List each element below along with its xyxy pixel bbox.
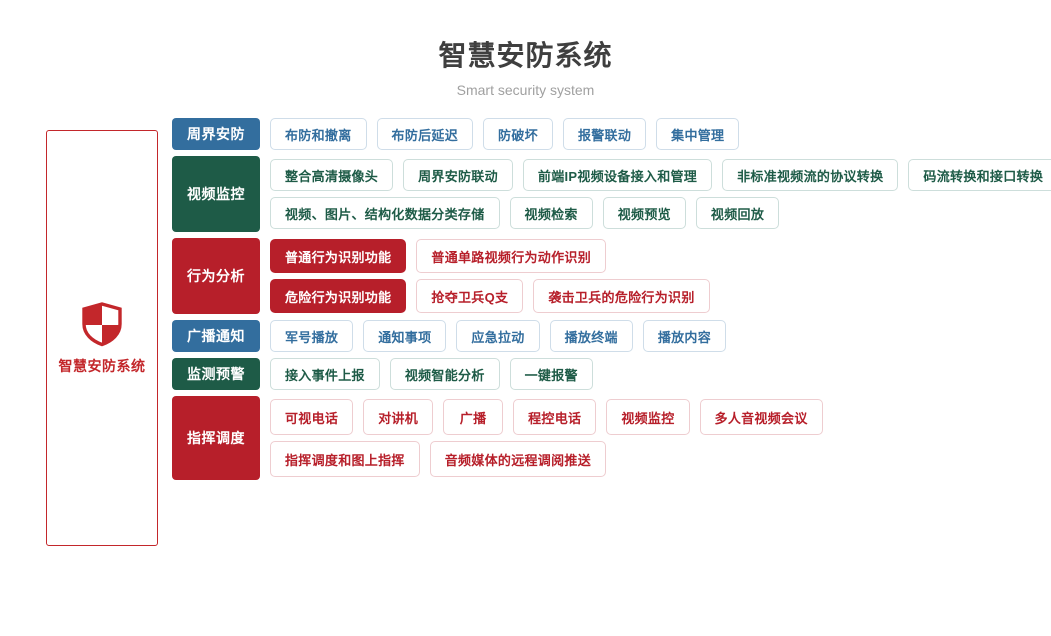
chip-item[interactable]: 周界安防联动: [403, 159, 513, 191]
chip-item[interactable]: 一键报警: [509, 358, 593, 390]
chip-item-highlighted[interactable]: 普通行为识别功能: [270, 239, 407, 273]
category-label-perimeter-security[interactable]: 周界安防: [172, 118, 260, 150]
chip-item[interactable]: 指挥调度和图上指挥: [270, 441, 420, 477]
item-line: 指挥调度和图上指挥 音频媒体的远程调阅推送: [270, 441, 1042, 477]
chip-item[interactable]: 码流转换和接口转换: [908, 159, 1051, 191]
chip-item[interactable]: 通知事项: [363, 320, 447, 352]
shield-icon: [79, 301, 125, 347]
category-rows: 周界安防 布防和撤离 布防后延迟 防破坏 报警联动 集中管理 视频监控 整合: [172, 118, 1051, 486]
chip-item[interactable]: 接入事件上报: [270, 358, 380, 390]
row-items-broadcast-notification: 军号播放 通知事项 应急拉动 播放终端 播放内容: [260, 320, 1042, 352]
item-line: 视频、图片、结构化数据分类存储 视频检索 视频预览 视频回放: [270, 197, 1051, 229]
row-items-command-dispatch: 可视电话 对讲机 广播 程控电话 视频监控 多人音视频会议 指挥调度和图上指挥 …: [260, 396, 1042, 480]
row-behavior-analysis: 行为分析 普通行为识别功能 普通单路视频行为动作识别 危险行为识别功能 抢夺卫兵…: [172, 238, 1042, 314]
item-line: 整合高清摄像头 周界安防联动 前端IP视频设备接入和管理 非标准视频流的协议转换…: [270, 159, 1051, 191]
chip-item[interactable]: 应急拉动: [456, 320, 540, 352]
chip-item[interactable]: 对讲机: [363, 399, 434, 435]
chip-item[interactable]: 非标准视频流的协议转换: [722, 159, 899, 191]
chip-item[interactable]: 整合高清摄像头: [270, 159, 394, 191]
category-label-behavior-analysis[interactable]: 行为分析: [172, 238, 260, 314]
item-line: 布防和撤离 布防后延迟 防破坏 报警联动 集中管理: [270, 118, 1042, 150]
row-perimeter-security: 周界安防 布防和撤离 布防后延迟 防破坏 报警联动 集中管理: [172, 118, 1042, 150]
chip-item[interactable]: 布防后延迟: [376, 118, 474, 150]
chip-item[interactable]: 视频监控: [606, 399, 690, 435]
chip-item[interactable]: 音频媒体的远程调阅推送: [429, 441, 607, 477]
chip-item[interactable]: 播放终端: [549, 320, 633, 352]
chip-item[interactable]: 视频智能分析: [389, 358, 500, 390]
item-line: 接入事件上报 视频智能分析 一键报警: [270, 358, 1042, 390]
chip-item[interactable]: 视频回放: [695, 197, 780, 229]
chip-item[interactable]: 播放内容: [642, 320, 727, 352]
chip-item[interactable]: 袭击卫兵的危险行为识别: [533, 279, 710, 313]
category-label-broadcast-notification[interactable]: 广播通知: [172, 320, 260, 352]
row-items-behavior-analysis: 普通行为识别功能 普通单路视频行为动作识别 危险行为识别功能 抢夺卫兵Q支 袭击…: [260, 238, 1042, 314]
item-line: 军号播放 通知事项 应急拉动 播放终端 播放内容: [270, 320, 1042, 352]
chip-item[interactable]: 视频检索: [509, 197, 593, 229]
page-title: 智慧安防系统: [438, 40, 613, 71]
chip-item[interactable]: 程控电话: [513, 399, 597, 435]
category-label-monitoring-alert[interactable]: 监测预警: [172, 358, 260, 390]
chip-item[interactable]: 可视电话: [270, 399, 354, 435]
row-items-video-surveillance: 整合高清摄像头 周界安防联动 前端IP视频设备接入和管理 非标准视频流的协议转换…: [260, 156, 1051, 232]
chip-item[interactable]: 报警联动: [562, 118, 647, 150]
item-line: 普通行为识别功能 普通单路视频行为动作识别: [270, 239, 1042, 273]
row-monitoring-alert: 监测预警 接入事件上报 视频智能分析 一键报警: [172, 358, 1042, 390]
brand-panel: 智慧安防系统: [46, 130, 158, 546]
row-command-dispatch: 指挥调度 可视电话 对讲机 广播 程控电话 视频监控 多人音视频会议 指挥调度和…: [172, 396, 1042, 480]
brand-label: 智慧安防系统: [58, 357, 146, 374]
item-line: 危险行为识别功能 抢夺卫兵Q支 袭击卫兵的危险行为识别: [270, 279, 1042, 313]
chip-item[interactable]: 防破坏: [483, 118, 553, 150]
chip-item-highlighted[interactable]: 危险行为识别功能: [270, 279, 407, 313]
row-video-surveillance: 视频监控 整合高清摄像头 周界安防联动 前端IP视频设备接入和管理 非标准视频流…: [172, 156, 1051, 232]
category-label-command-dispatch[interactable]: 指挥调度: [172, 396, 260, 480]
chip-item[interactable]: 布防和撤离: [270, 118, 367, 150]
chip-item[interactable]: 集中管理: [656, 118, 740, 150]
chip-item[interactable]: 视频预览: [602, 197, 686, 229]
chip-item[interactable]: 普通单路视频行为动作识别: [416, 239, 607, 273]
row-items-monitoring-alert: 接入事件上报 视频智能分析 一键报警: [260, 358, 1042, 390]
row-items-perimeter-security: 布防和撤离 布防后延迟 防破坏 报警联动 集中管理: [260, 118, 1042, 150]
page-subtitle: Smart security system: [456, 82, 595, 98]
page-header: 智慧安防系统 Smart security system: [0, 0, 1051, 99]
chip-item[interactable]: 多人音视频会议: [699, 399, 823, 435]
category-label-video-surveillance[interactable]: 视频监控: [172, 156, 260, 232]
chip-item[interactable]: 抢夺卫兵Q支: [416, 279, 524, 313]
item-line: 可视电话 对讲机 广播 程控电话 视频监控 多人音视频会议: [270, 399, 1042, 435]
chip-item[interactable]: 视频、图片、结构化数据分类存储: [270, 197, 500, 229]
row-broadcast-notification: 广播通知 军号播放 通知事项 应急拉动 播放终端 播放内容: [172, 320, 1042, 352]
chip-item[interactable]: 广播: [443, 399, 504, 435]
chip-item[interactable]: 前端IP视频设备接入和管理: [522, 159, 713, 191]
chip-item[interactable]: 军号播放: [270, 320, 354, 352]
